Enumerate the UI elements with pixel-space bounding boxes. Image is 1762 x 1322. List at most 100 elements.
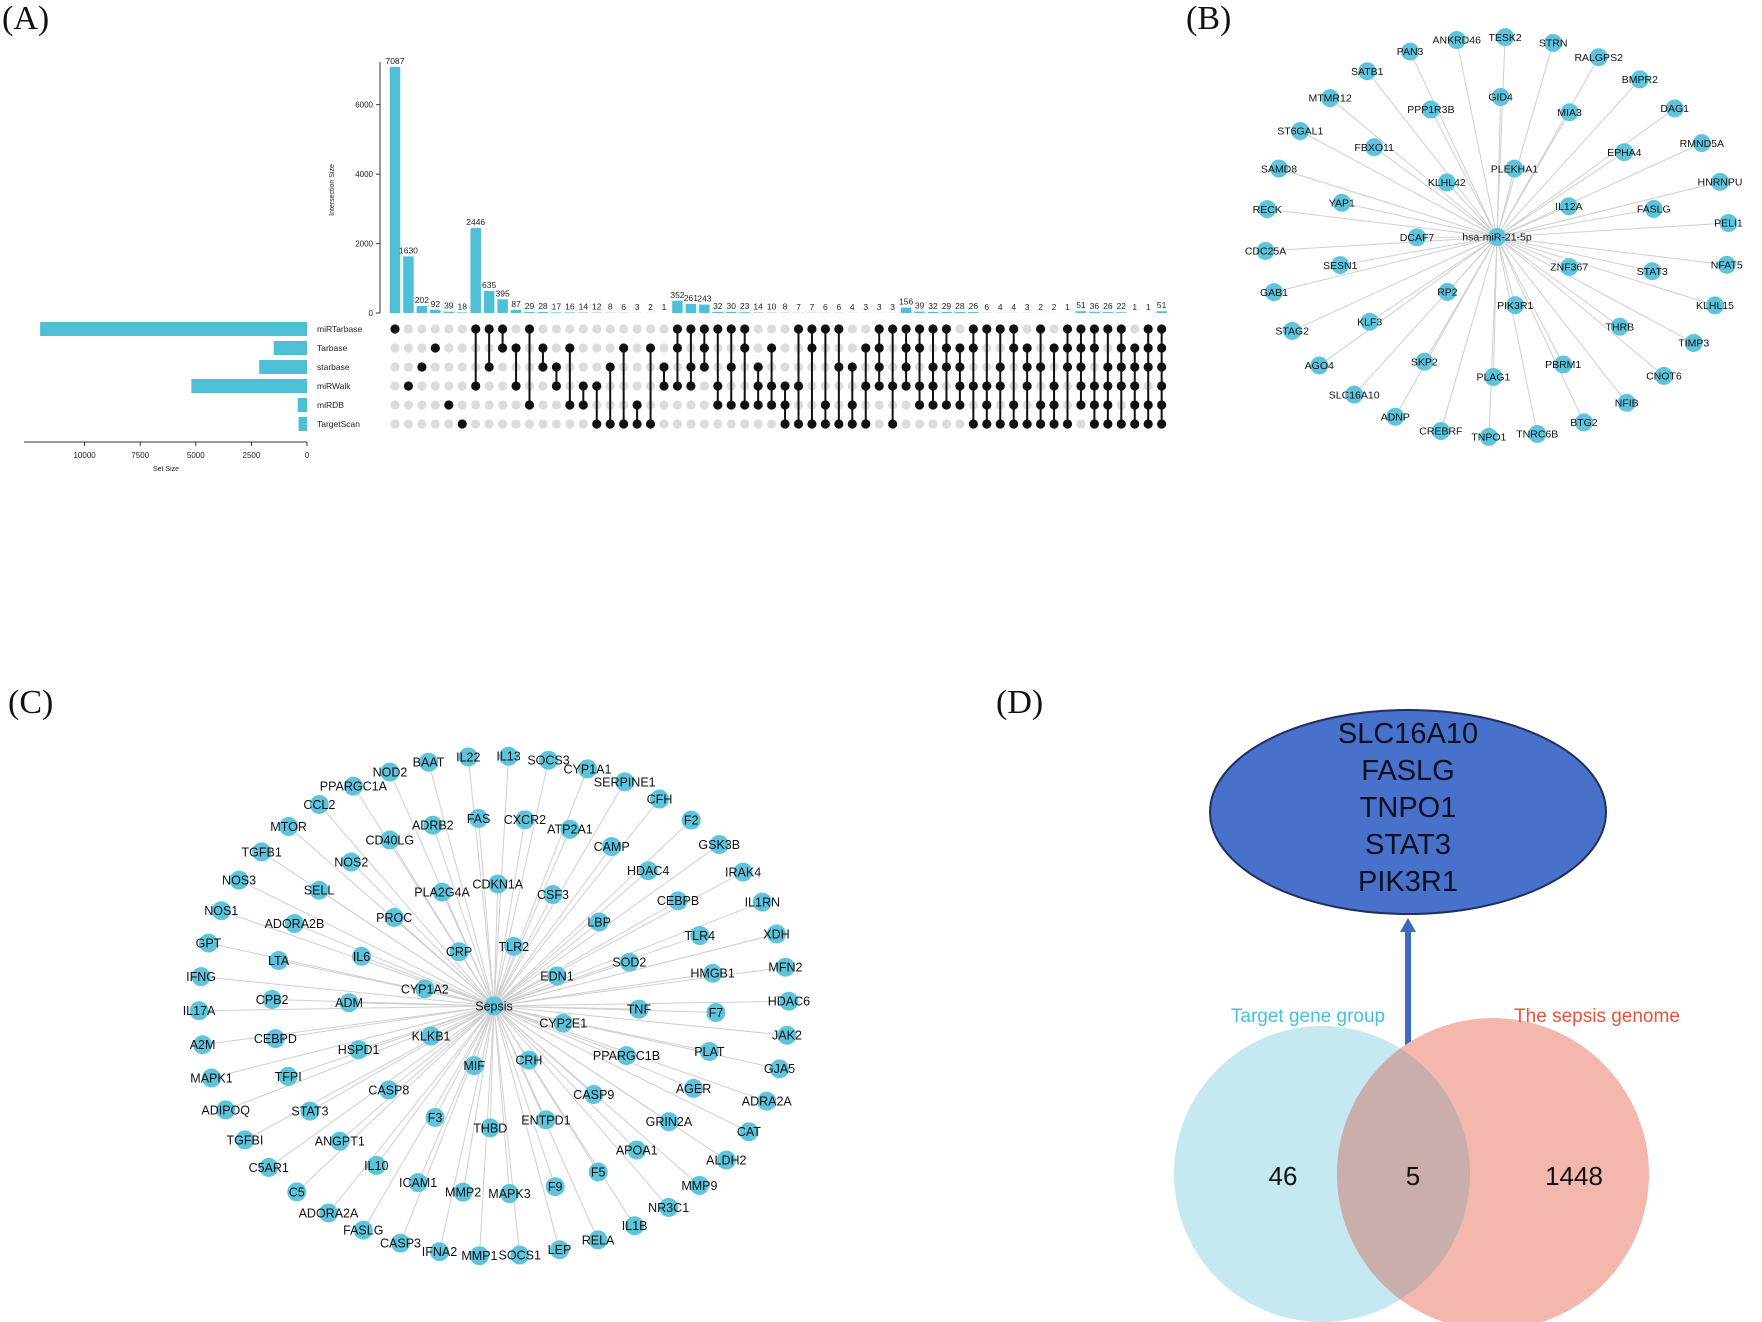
matrix-dot-filled	[1103, 324, 1113, 334]
network-edge	[1496, 151, 1625, 238]
bar-value-label: 3	[877, 302, 882, 312]
network-node	[770, 1059, 790, 1079]
matrix-dot-empty	[659, 343, 669, 353]
bar-value-label: 352	[670, 290, 684, 300]
network-node-label: ALDH2	[706, 1153, 746, 1167]
matrix-dot-filled	[713, 400, 723, 410]
network-node	[198, 933, 218, 953]
network-node	[709, 835, 729, 855]
network-edge	[428, 762, 495, 1007]
network-node	[616, 1046, 636, 1066]
bar-value-label: 51	[1157, 300, 1167, 310]
matrix-dot-empty	[901, 400, 911, 410]
matrix-dot-filled	[484, 324, 494, 334]
gene-name-label: PIK3R1	[1358, 866, 1458, 898]
network-node-label: C5AR1	[249, 1161, 289, 1175]
bar-value-label: 39	[444, 301, 454, 311]
intersection-bar	[483, 290, 495, 313]
intersection-bar	[430, 309, 441, 313]
network-edge	[1496, 42, 1554, 238]
matrix-dot-filled	[780, 400, 790, 410]
network-node	[1365, 138, 1384, 157]
network-node	[1438, 282, 1457, 301]
network-edge	[275, 1005, 495, 1040]
network-node-label: RP2	[1437, 287, 1458, 299]
intersection-bar	[699, 304, 710, 313]
network-node-label: ADRA2A	[742, 1095, 793, 1109]
set-name-label: starbase	[317, 362, 350, 372]
network-node	[252, 842, 272, 862]
network-node	[777, 1025, 797, 1045]
network-node-label: THBD	[473, 1121, 507, 1135]
network-edge	[1496, 79, 1641, 238]
network-edge	[432, 825, 495, 1007]
bar-value-label: 1	[662, 302, 667, 312]
gene-name-label: SLC16A10	[1338, 718, 1478, 750]
network-node	[1554, 355, 1573, 374]
network-node	[706, 1003, 726, 1023]
network-node-label: THRB	[1606, 321, 1635, 333]
network-edge	[318, 889, 495, 1007]
network-node-label: CCL2	[303, 798, 335, 812]
network-edge	[1496, 236, 1516, 306]
network-node-label: FASLG	[343, 1223, 383, 1237]
network-node-label: TLR4	[685, 929, 716, 943]
set-name-label: miRTarbase	[317, 324, 362, 334]
network-node	[589, 912, 609, 932]
network-node-label: MMP1	[461, 1249, 497, 1263]
network-edge	[489, 1005, 495, 1128]
matrix-dot-empty	[403, 324, 414, 334]
network-node-label: MAPK1	[190, 1071, 232, 1085]
network-edge	[1446, 182, 1498, 238]
matrix-dot-empty	[767, 419, 777, 429]
matrix-dot-filled	[1143, 400, 1153, 410]
network-node-label: ICAM1	[399, 1176, 437, 1190]
intersection-bar	[497, 299, 508, 313]
network-node-label: YAP1	[1329, 197, 1355, 209]
matrix-dot-empty	[417, 419, 427, 429]
network-node-label: KLF3	[1357, 316, 1382, 328]
network-node-label: IL22	[456, 750, 480, 764]
network-node-label: LTA	[268, 954, 290, 968]
matrix-dot-filled	[1049, 381, 1059, 391]
network-node-label: ADRB2	[412, 819, 454, 833]
network-node	[284, 914, 304, 934]
matrix-dot-filled	[874, 343, 884, 353]
matrix-dot-filled	[1022, 381, 1032, 391]
network-edge	[393, 917, 495, 1007]
bar-value-label: 23	[740, 301, 750, 311]
network-node	[425, 1107, 445, 1127]
network-node	[235, 1130, 255, 1150]
matrix-dot-filled	[861, 419, 871, 429]
network-node	[619, 952, 639, 972]
set-size-tick-label: 5000	[187, 451, 205, 460]
intersection-bar	[941, 311, 952, 313]
network-node-label: RECK	[1253, 204, 1282, 216]
matrix-dot-empty	[457, 381, 467, 391]
network-node-label: SAMD8	[1261, 163, 1297, 175]
gene-ellipse	[1209, 709, 1607, 915]
network-node-label: CRH	[515, 1054, 542, 1068]
network-node-label: CSF3	[537, 888, 569, 902]
network-node	[499, 1184, 519, 1204]
bar-value-label: 17	[552, 301, 562, 311]
matrix-dot-filled	[982, 381, 992, 391]
network-node	[766, 924, 786, 944]
network-node	[690, 926, 710, 946]
network-node	[202, 1068, 222, 1088]
network-node	[1654, 366, 1673, 385]
network-node	[349, 1040, 369, 1060]
network-edge	[1366, 70, 1498, 238]
network-node	[1506, 296, 1525, 315]
venn-overlap	[1337, 1026, 1470, 1322]
network-node-label: HDAC4	[627, 864, 669, 878]
network-node-label: SELL	[304, 884, 335, 898]
network-node	[625, 1216, 645, 1236]
bar-value-label: 8	[608, 302, 613, 312]
matrix-dot-filled	[1130, 400, 1140, 410]
network-edge	[1496, 97, 1502, 238]
matrix-dot-filled	[1076, 343, 1086, 353]
set-name-label: miRDB	[317, 400, 344, 410]
matrix-dot-empty	[619, 324, 629, 334]
